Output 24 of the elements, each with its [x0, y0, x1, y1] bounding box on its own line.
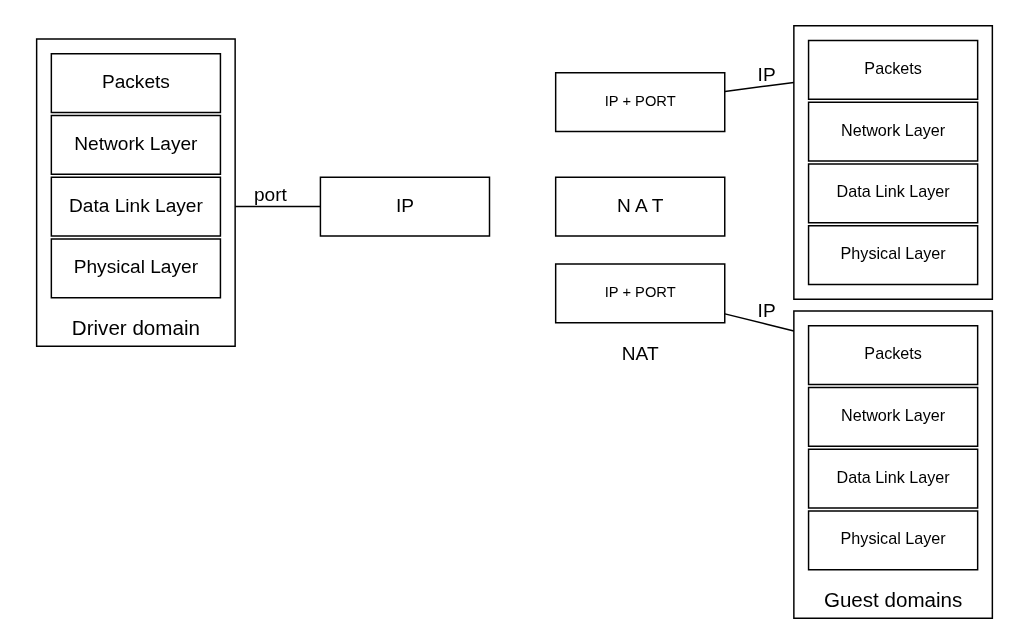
connector: [234, 205, 322, 208]
node-box: Physical Layer: [50, 238, 222, 299]
node-box: Network Layer: [50, 114, 222, 175]
node-box: Network Layer: [807, 101, 979, 162]
edge-label: IP: [757, 63, 776, 85]
node-box: Physical Layer: [807, 510, 979, 571]
edge-label: IP: [757, 300, 776, 322]
node-box: Packets: [50, 52, 222, 114]
node-box: Data Link Layer: [807, 163, 979, 224]
node-box: Data Link Layer: [807, 448, 979, 509]
node-box: IP + PORT: [554, 263, 726, 324]
node-box: Physical Layer: [807, 224, 979, 286]
connector: [724, 313, 795, 332]
node-box: Network Layer: [807, 386, 979, 447]
label: NAT: [621, 343, 659, 365]
node-box: IP + PORT: [554, 72, 726, 133]
node-box: N A T: [554, 176, 726, 237]
node-box: IP: [319, 176, 491, 237]
node-box: Data Link Layer: [50, 176, 222, 237]
connector: [724, 81, 795, 93]
node-box: Packets: [807, 324, 979, 386]
node-box: Packets: [807, 39, 979, 100]
cluster: [793, 25, 994, 300]
edge-label: port: [253, 184, 287, 206]
